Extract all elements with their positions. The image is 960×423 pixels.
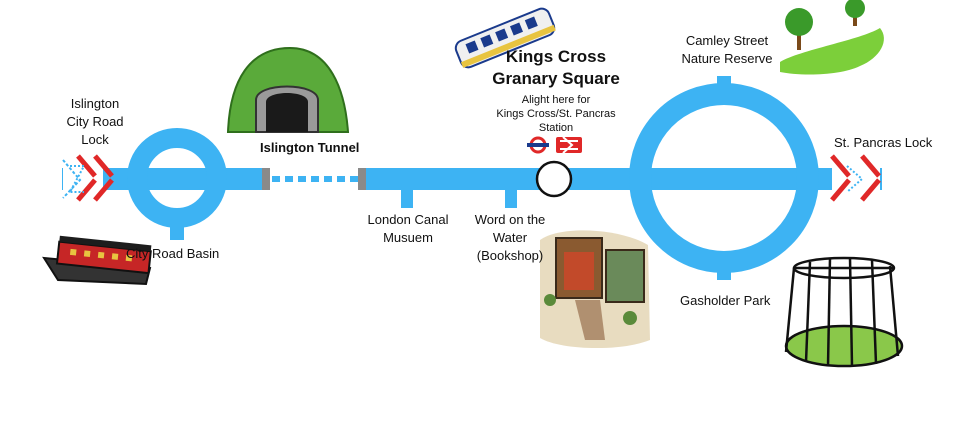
camley-line1: Camley Street bbox=[685, 33, 769, 48]
city-road-basin-label: City Road Basin bbox=[126, 246, 220, 261]
london-canal-museum-label: London Canal Musuem bbox=[356, 211, 460, 247]
bookshop-line1: Word on the bbox=[474, 212, 546, 227]
islington-lock-line3: Lock bbox=[81, 132, 109, 147]
kings-cross-title: Kings Cross Granary Square bbox=[476, 46, 636, 90]
kings-cross-station-marker[interactable] bbox=[535, 160, 573, 198]
tunnel-portal-right bbox=[358, 168, 366, 190]
museum-stub bbox=[401, 188, 413, 208]
islington-lock-line2: City Road bbox=[66, 114, 124, 129]
islington-lock-label: Islington City Road Lock bbox=[48, 95, 142, 149]
bookshop-illustration-icon bbox=[540, 230, 650, 349]
st-pancras-lock-label: St. Pancras Lock bbox=[834, 135, 933, 150]
subtitle-line1: Alight here for bbox=[521, 94, 591, 106]
gasholder-park-label: Gasholder Park bbox=[680, 293, 771, 308]
camley-street-label: Camley Street Nature Reserve bbox=[672, 32, 782, 68]
title-line2: Granary Square bbox=[492, 69, 620, 88]
museum-line2: Musuem bbox=[383, 230, 433, 245]
bookshop-stub bbox=[505, 188, 517, 208]
tunnel-hill-icon bbox=[226, 46, 350, 133]
museum-line1: London Canal bbox=[367, 212, 449, 227]
word-on-the-water-label: Word on the Water (Bookshop) bbox=[462, 211, 558, 265]
canal-boat-icon bbox=[42, 235, 152, 286]
bookshop-line2: Water bbox=[492, 230, 528, 245]
city-road-basin-stub bbox=[170, 216, 184, 240]
national-rail-icon bbox=[556, 136, 582, 154]
camley-line2: Nature Reserve bbox=[681, 51, 773, 66]
kings-cross-subtitle: Alight here for Kings Cross/St. Pancras … bbox=[476, 93, 636, 135]
bookshop-line3: (Bookshop) bbox=[476, 248, 544, 263]
subtitle-line2: Kings Cross/St. Pancras bbox=[496, 108, 616, 120]
gasholder-frame-icon bbox=[784, 256, 904, 368]
st-pancras-lock-gate-icon bbox=[830, 154, 881, 202]
tunnel-portal-left bbox=[262, 168, 270, 190]
islington-lock-line1: Islington bbox=[70, 96, 120, 111]
canal-line bbox=[62, 168, 882, 190]
train-icon bbox=[454, 7, 556, 69]
subtitle-line3: Station bbox=[538, 122, 574, 134]
gasholder-stub bbox=[717, 260, 731, 280]
camley-stub bbox=[717, 76, 731, 96]
park-trees-icon bbox=[780, 0, 884, 75]
islington-lock-gate-icon bbox=[62, 154, 114, 202]
title-line1: Kings Cross bbox=[505, 47, 607, 66]
underground-roundel-icon bbox=[527, 136, 549, 154]
islington-tunnel-label: Islington Tunnel bbox=[260, 140, 360, 155]
